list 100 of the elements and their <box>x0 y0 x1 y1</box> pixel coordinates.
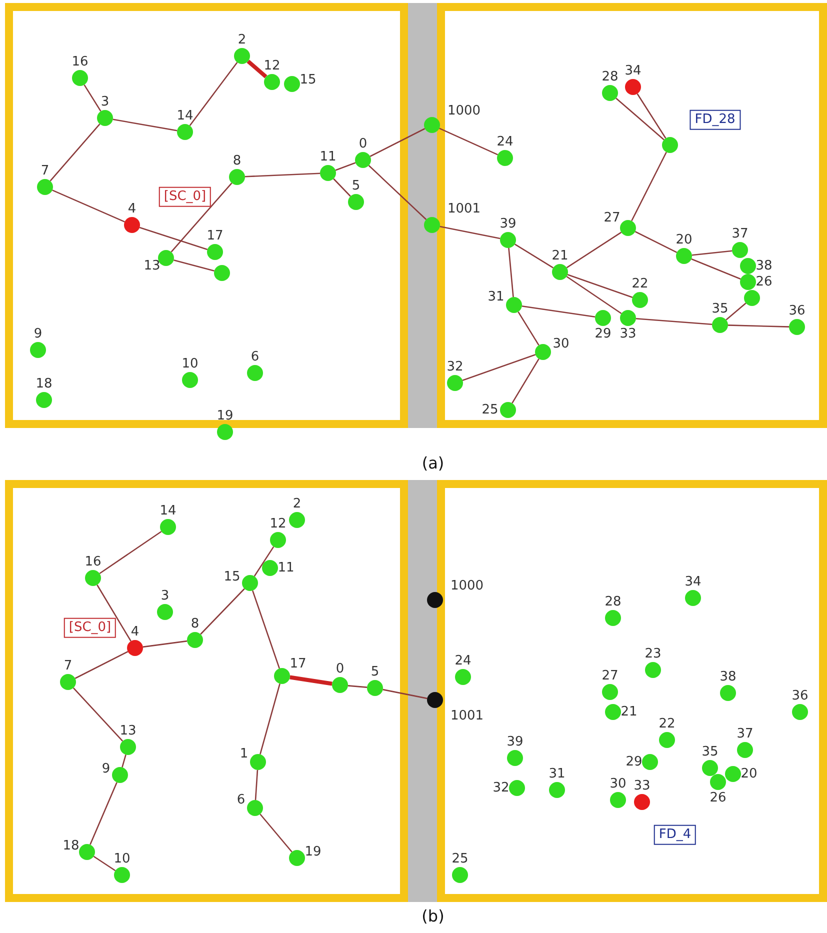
link-line <box>462 354 536 381</box>
node-tag: FD_28 <box>690 110 740 130</box>
node-id-label: 19 <box>304 846 322 858</box>
node-id-label: 21 <box>620 706 638 718</box>
node-id-label: 22 <box>632 278 648 290</box>
node-id-label: 1001 <box>447 202 481 216</box>
link-line <box>726 302 746 320</box>
node-id-label: 15 <box>224 570 240 584</box>
link-line <box>616 98 664 140</box>
link-line <box>200 588 245 635</box>
link-line <box>142 640 188 648</box>
link-line <box>244 172 320 178</box>
node-id-label: 7 <box>64 660 72 672</box>
node-id-label: 39 <box>500 218 516 230</box>
node-id-label: 4 <box>130 626 140 638</box>
node-id-label: 25 <box>452 852 468 866</box>
link-line <box>634 231 678 253</box>
node-id-label: 12 <box>264 60 280 72</box>
link-line <box>692 250 732 256</box>
node-id-label: 18 <box>62 840 80 852</box>
link-line <box>512 358 540 404</box>
node-id-label: 1000 <box>447 104 481 118</box>
node-id-label: 36 <box>792 690 808 702</box>
link-line <box>52 190 125 222</box>
link-line <box>260 814 292 852</box>
node-id-label: 14 <box>176 110 194 122</box>
node-id-label: 21 <box>552 250 568 262</box>
node-id-label: 22 <box>658 718 676 730</box>
node-id-label: 39 <box>506 736 524 748</box>
node-id-label: 1001 <box>450 710 484 722</box>
link-line <box>260 684 280 754</box>
node-id-label: 15 <box>300 74 316 86</box>
node-id-label: 13 <box>120 724 136 738</box>
node-id-label: 28 <box>604 596 622 608</box>
node-id-label: 5 <box>352 180 360 192</box>
link-line <box>508 248 514 298</box>
link-line <box>566 276 622 314</box>
panel-caption: (a) <box>422 454 444 472</box>
link-line <box>348 685 368 688</box>
node-id-label: 9 <box>34 328 42 340</box>
link-line <box>74 651 128 679</box>
link-line <box>691 258 741 280</box>
node-id-label: 1 <box>240 748 248 760</box>
link-line <box>290 675 332 686</box>
node-id-label: 16 <box>72 56 88 68</box>
node-id-label: 28 <box>602 70 618 84</box>
node-id-label: 31 <box>488 290 504 304</box>
node-tag: FD_4 <box>654 824 696 846</box>
link-line <box>566 232 622 268</box>
node-id-label: 11 <box>320 150 336 164</box>
link-line <box>246 60 268 78</box>
node-id-label: 37 <box>732 228 748 240</box>
link-line <box>522 306 596 318</box>
node-id-label: 26 <box>710 792 726 804</box>
node-id-label: 38 <box>756 260 772 272</box>
node-id-label: 6 <box>236 794 246 806</box>
node-id-label: 2 <box>292 498 302 510</box>
node-id-label: 30 <box>610 778 626 790</box>
link-line <box>370 128 426 157</box>
node-id-label: 33 <box>634 780 650 792</box>
node-id-label: 36 <box>788 304 806 318</box>
node-id-label: 2 <box>238 34 246 46</box>
node-id-label: 29 <box>626 756 642 768</box>
node-id-label: 0 <box>336 662 344 676</box>
link-line <box>514 244 554 268</box>
link-line <box>518 311 540 346</box>
link-line <box>112 118 178 132</box>
node-tag: [SC_0] <box>64 618 116 638</box>
node-id-label: 17 <box>206 230 224 242</box>
link-line <box>174 259 214 272</box>
node-id-label: 10 <box>114 852 130 866</box>
node-id-label: 9 <box>102 762 110 776</box>
node-id-label: 30 <box>552 338 570 350</box>
link-line <box>72 687 124 742</box>
node-id-label: 14 <box>160 504 176 518</box>
link-line <box>636 93 666 139</box>
node-id-label: 32 <box>446 360 464 374</box>
node-id-label: 8 <box>190 618 200 630</box>
node-id-label: 11 <box>278 562 294 574</box>
link-line <box>333 178 351 197</box>
node-id-label: 27 <box>602 670 618 682</box>
node-id-label: 5 <box>370 666 380 678</box>
node-id-label: 24 <box>454 654 472 668</box>
node-id-label: 3 <box>100 96 110 108</box>
node-id-label: 35 <box>702 746 718 758</box>
node-id-label: 4 <box>128 202 136 216</box>
link-line <box>252 590 280 669</box>
link-line <box>99 530 162 574</box>
node-id-label: 7 <box>40 164 50 178</box>
node-id-label: 10 <box>182 358 198 370</box>
node-id-label: 0 <box>358 138 368 150</box>
node-id-label: 12 <box>270 518 286 530</box>
node-id-label: 34 <box>624 64 642 78</box>
node-id-label: 32 <box>492 782 510 794</box>
node-id-label: 37 <box>736 728 754 740</box>
node-id-label: 8 <box>232 154 242 168</box>
link-line <box>631 152 667 222</box>
node-id-label: 1000 <box>450 580 484 592</box>
link-line <box>440 226 500 240</box>
node-id-label: 23 <box>644 648 662 660</box>
